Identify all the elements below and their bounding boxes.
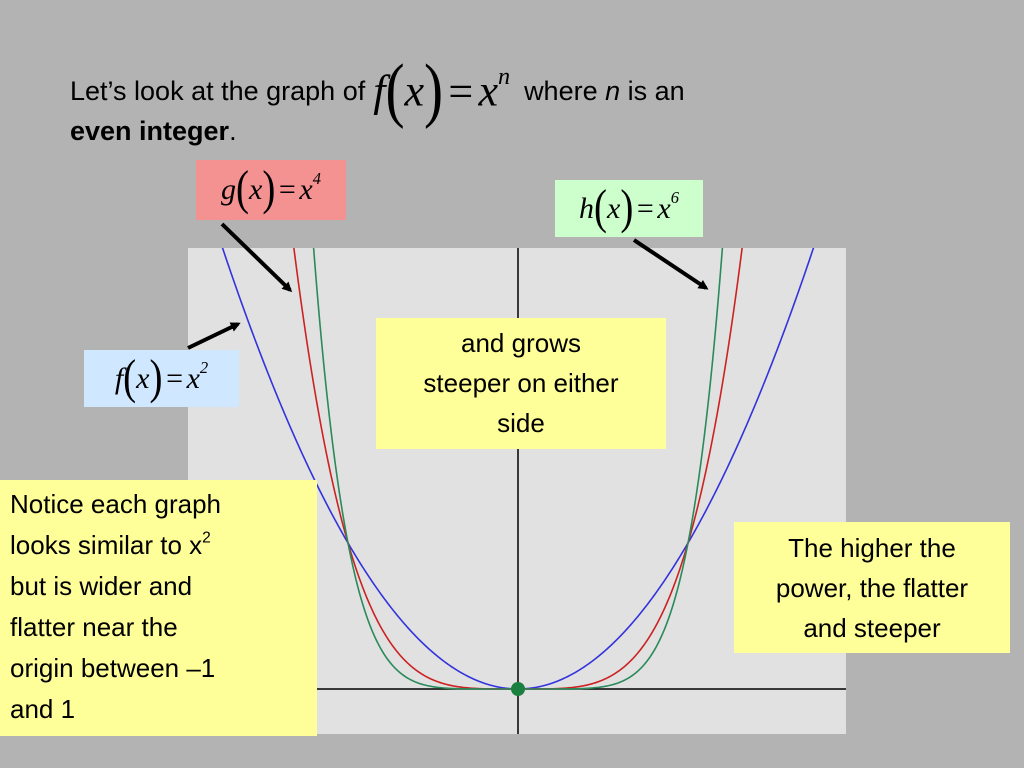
where-pre: where [524,75,606,106]
g-eq: = [278,173,296,206]
intro-line-2: even integer. [70,114,685,148]
f-exp: 2 [199,357,209,377]
similarity-note-line-4: flatter near the [10,612,178,642]
intro-prefix: Let’s look at the graph of [70,75,366,106]
similarity-note-line-6: and 1 [10,694,76,724]
f-x: x [136,361,150,395]
f-formula: f(x)=x2 [114,350,209,405]
g-fn: g [220,173,236,206]
formula-x: x [404,66,425,116]
similarity-note-line-2-text: looks similar to x [10,530,203,560]
h-fn: h [578,191,594,225]
similarity-note-line-2: looks similar to x2 [10,525,307,566]
g-x: x [248,173,263,206]
g-label-arrow [220,222,293,293]
h-eq: = [636,191,654,225]
origin-point [511,682,525,696]
h-x: x [606,191,621,225]
intro-where: where n is an [524,74,685,108]
similarity-note: Notice each graph looks similar to x2 bu… [0,480,317,736]
f-function-label: f(x)=x2 [84,350,239,407]
power-note-line-2: power, the flatter [775,573,969,603]
steeper-note-line-1: and grows [461,328,581,358]
g-base: x [299,173,313,206]
intro-text: Let’s look at the graph of f(x)=xn where… [70,51,685,148]
f-label-arrow [187,322,241,350]
h-base: x [657,191,671,225]
f-base: x [186,361,200,395]
general-formula: f(x)=xn [373,51,511,130]
g-function-label: g(x)=x4 [196,160,346,220]
f-fn: f [114,361,124,395]
h-label-arrow [632,238,709,290]
h-formula: h(x)=x6 [578,180,679,235]
similarity-note-line-1: Notice each graph [10,489,222,519]
formula-base: x [478,66,498,116]
similarity-note-line-3: but is wider and [10,571,193,601]
steeper-note: and grows steeper on either side [376,318,666,449]
g-exp: 4 [312,169,321,189]
h-function-label: h(x)=x6 [555,180,703,237]
power-note-line-1: The higher the [788,533,956,563]
power-note: The higher the power, the flatter and st… [734,522,1010,653]
g-formula: g(x)=x4 [220,161,321,216]
similarity-note-line-5: origin between –1 [10,653,216,683]
steeper-note-line-2: steeper on either [423,368,619,398]
intro-period: . [229,115,237,146]
steeper-note-line-3: side [497,408,545,438]
n-variable: n [605,75,621,106]
where-post: is an [620,75,685,106]
even-integer-text: even integer [70,115,230,146]
similarity-note-exponent: 2 [202,529,211,547]
formula-f: f [373,66,386,116]
power-note-line-3: and steeper [803,613,941,643]
intro-line-1: Let’s look at the graph of f(x)=xn where… [70,51,685,130]
formula-exp: n [497,62,511,90]
h-exp: 6 [670,187,679,207]
formula-eq: = [448,66,474,116]
f-eq: = [166,361,183,395]
